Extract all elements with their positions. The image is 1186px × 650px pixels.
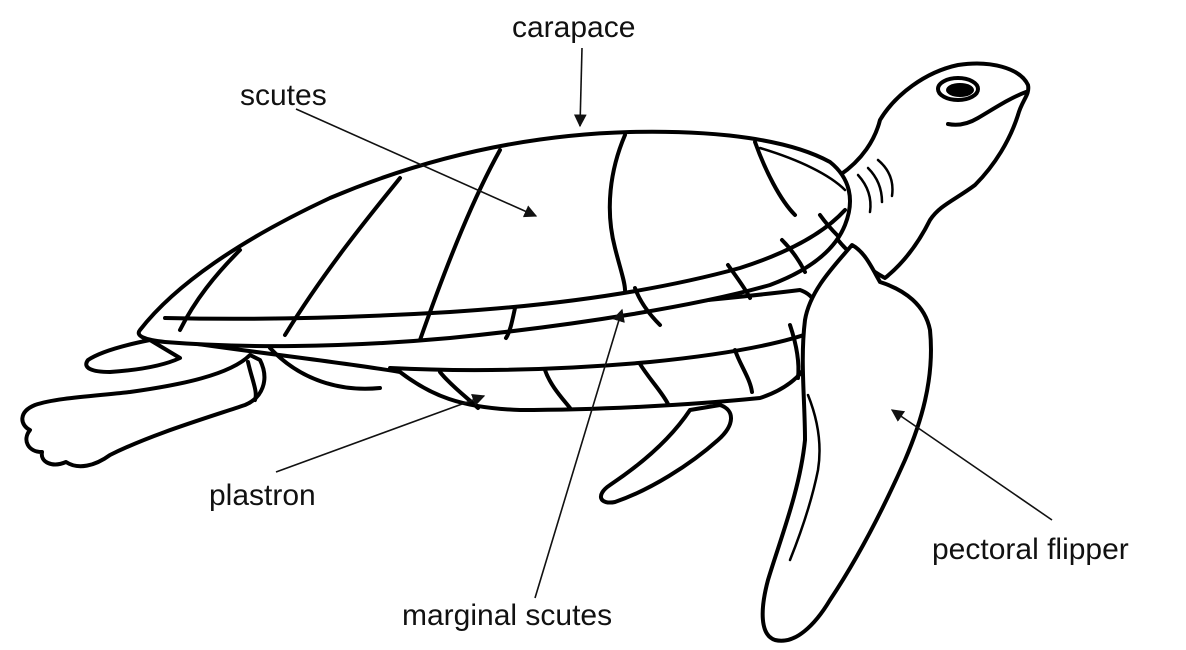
rear-flipper bbox=[22, 355, 264, 466]
label-pectoral-flipper: pectoral flipper bbox=[932, 533, 1129, 566]
tail bbox=[86, 340, 180, 372]
label-scutes: scutes bbox=[240, 79, 327, 112]
label-marginal-scutes: marginal scutes bbox=[402, 599, 612, 632]
head-and-neck bbox=[838, 64, 1028, 278]
label-plastron: plastron bbox=[209, 479, 316, 512]
plastron-leader bbox=[276, 396, 484, 472]
label-carapace: carapace bbox=[512, 11, 635, 44]
eye-pupil bbox=[946, 83, 974, 97]
pectoral-flipper-leader bbox=[892, 410, 1052, 520]
carapace-leader bbox=[580, 48, 582, 126]
small-flipper bbox=[601, 405, 731, 503]
